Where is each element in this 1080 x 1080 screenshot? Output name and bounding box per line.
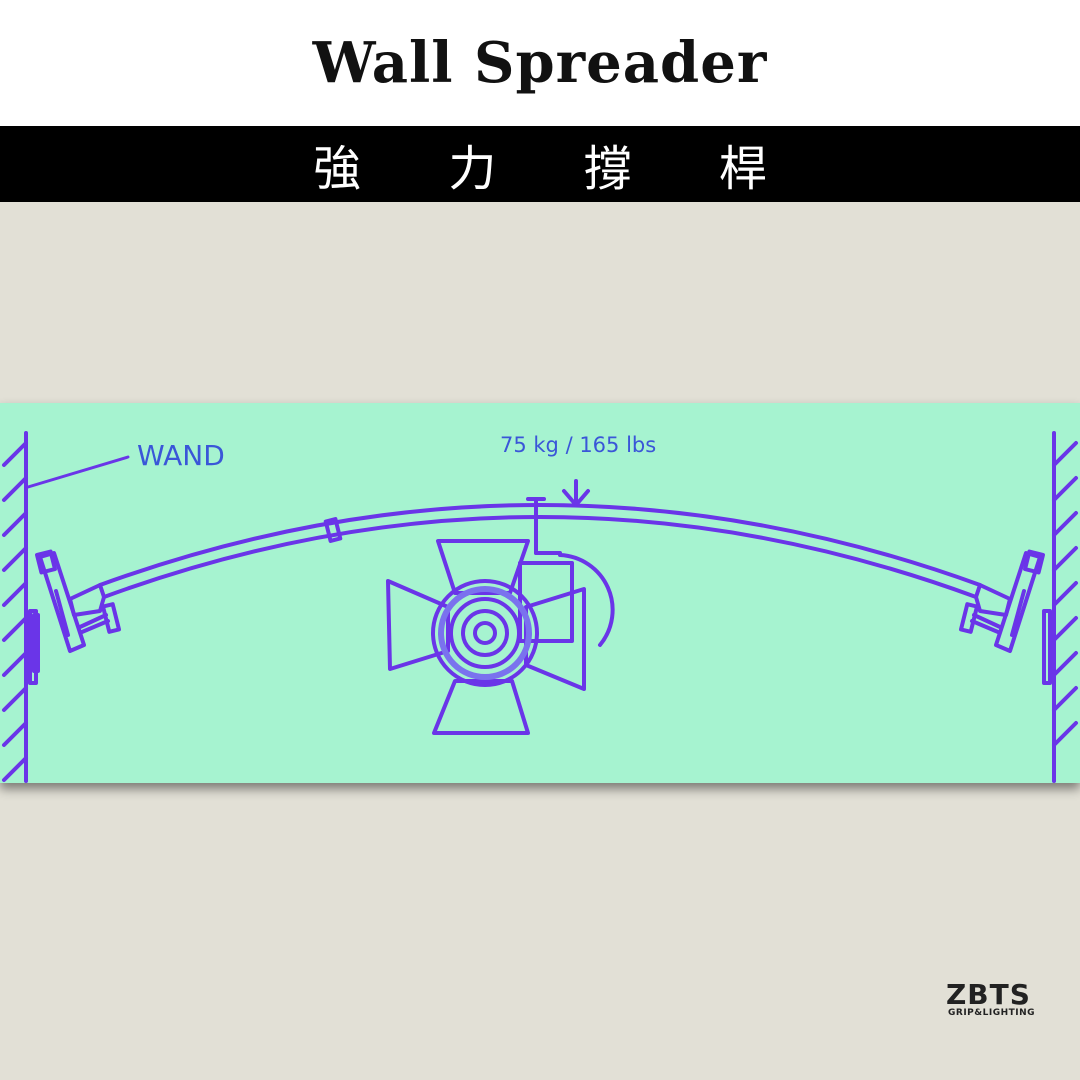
right-end-mount [959,549,1052,685]
subtitle-bar: 強 力 撐 桿 [0,126,1080,202]
load-arrow-icon [562,479,590,507]
load-label: 75 kg / 165 lbs [500,433,656,457]
page-subtitle: 強 力 撐 桿 [313,141,803,197]
spreader-pipe [98,503,982,599]
wand-leader-line [26,455,130,489]
title-bar: Wall Spreader [0,0,1080,126]
left-end-mount [28,549,121,685]
left-wall [2,431,28,783]
diagram-panel: WAND 75 kg / 165 lbs [0,403,1080,783]
wall-spreader-diagram: WAND 75 kg / 165 lbs [2,431,1078,783]
page-title: Wall Spreader [312,30,768,96]
brand-logo: ZBTS GRIP&LIGHTING [946,980,1050,1022]
logo-tagline: GRIP&LIGHTING [948,1008,1036,1018]
logo-mark: ZBTS [946,978,1031,1011]
light-fixture-icon [386,497,615,735]
wand-label: WAND [137,439,225,472]
right-wall [1052,431,1078,783]
